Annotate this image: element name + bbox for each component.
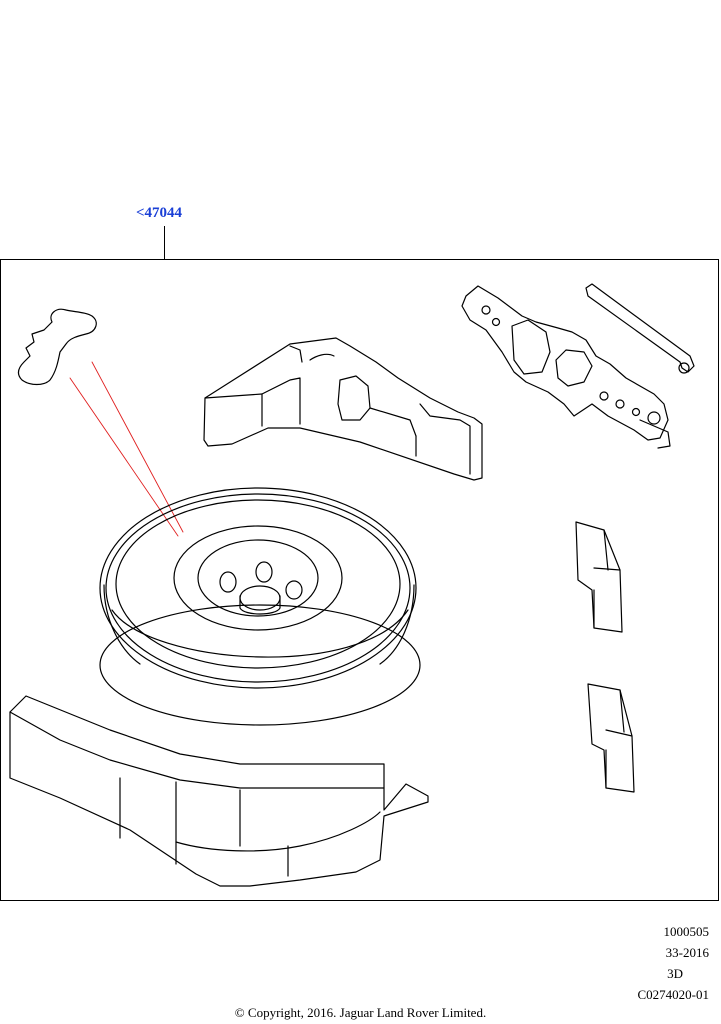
reference-illustration-id: C0274020-01 (637, 987, 710, 1002)
wheel-chock-upper-part (575, 521, 623, 633)
reference-view-code: 3D (667, 966, 683, 981)
spacer-foam-part (203, 337, 483, 481)
reference-number: 1000505 (663, 924, 710, 939)
illustration-frame (0, 259, 719, 901)
part-callout-link[interactable]: <47044 (136, 205, 183, 221)
wheel-tray-foam-part (9, 695, 429, 887)
jack-handle-part (585, 283, 695, 374)
copyright-notice: © Copyright, 2016. Jaguar Land Rover Lim… (234, 1005, 487, 1020)
spare-wheel-part (99, 487, 421, 726)
wheel-chock-lower-part (587, 683, 635, 793)
wheel-nut-tag-part (17, 308, 97, 386)
reference-date-code: 33-2016 (665, 945, 709, 960)
scissor-jack-part (461, 285, 671, 449)
callout-leader-line (164, 226, 165, 260)
red-leader-lines (69, 361, 184, 537)
